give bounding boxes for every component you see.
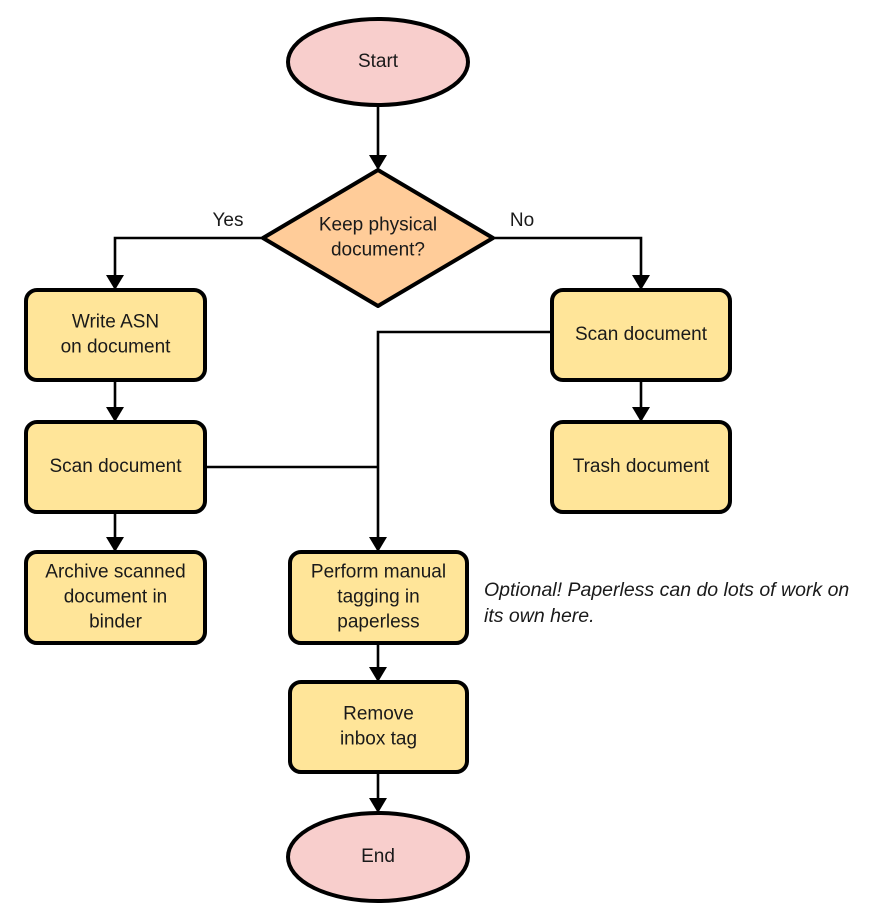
edge-scan-right-to-trash [632,380,650,422]
node-trash[interactable]: Trash document [550,420,732,514]
node-label: Scan document [49,456,182,477]
node-scan-right[interactable]: Scan document [550,288,732,382]
edge-decision-no: No [493,210,650,290]
node-label: Scan document [575,324,708,345]
edge-path [113,236,263,288]
edge-label-decision-no: No [510,210,534,231]
edge-layer: Yes No [106,105,650,813]
edge-scan-right-to-tagging [369,330,552,552]
arrowhead-icon [106,275,124,290]
arrowhead-icon [106,537,124,552]
edge-label-decision-yes: Yes [213,210,244,231]
process-shape[interactable] [24,420,207,514]
arrowhead-icon [632,275,650,290]
arrowhead-icon [369,537,387,552]
edge-decision-yes: Yes [106,210,263,290]
edge-start-to-decision [369,105,387,170]
node-start[interactable]: Start [286,17,470,107]
edge-path [376,330,552,550]
arrowhead-icon [632,407,650,422]
node-end[interactable]: End [286,811,470,903]
process-shape[interactable] [550,288,732,382]
annotation-optional-note: Optional! Paperless can do lots of work … [484,579,849,627]
decision-shape[interactable] [261,168,495,308]
node-scan-left[interactable]: Scan document [24,420,207,514]
annotation-layer: Optional! Paperless can do lots of work … [484,579,849,627]
process-shape[interactable] [24,550,207,645]
edge-tagging-to-remove-tag [369,643,387,682]
arrowhead-icon [369,798,387,813]
node-label: End [361,846,395,867]
arrowhead-icon [106,407,124,422]
edge-path [493,236,643,288]
terminator-shape[interactable] [286,811,470,903]
process-shape[interactable] [288,550,469,645]
edge-scan-left-to-archive [106,512,124,552]
process-shape[interactable] [550,420,732,514]
node-label: Trash document [573,456,710,477]
node-label: Start [358,51,399,72]
edge-write-asn-to-scan-left [106,380,124,422]
process-shape[interactable] [24,288,207,382]
arrowhead-icon [369,667,387,682]
arrowhead-icon [369,155,387,170]
process-shape[interactable] [288,680,469,774]
edge-remove-tag-to-end [369,772,387,813]
terminator-shape[interactable] [286,17,470,107]
